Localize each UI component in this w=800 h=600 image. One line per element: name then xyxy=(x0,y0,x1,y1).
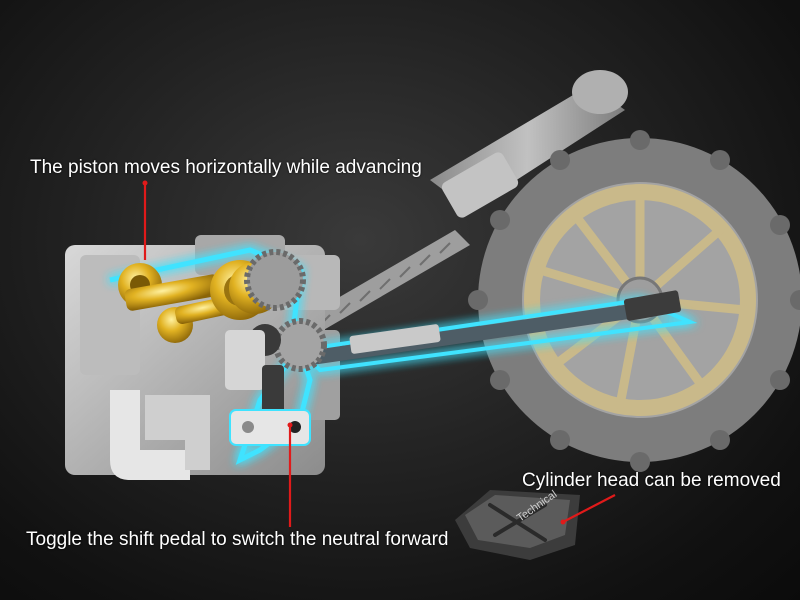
drive-shaft xyxy=(300,290,681,366)
shift-pedal-callout: Toggle the shift pedal to switch the neu… xyxy=(26,529,449,550)
cylinder-head-pointer xyxy=(562,494,616,523)
piston-callout: The piston moves horizontally while adva… xyxy=(30,157,422,178)
shock-absorber xyxy=(300,70,628,335)
cylinder-head-callout: Cylinder head can be removed xyxy=(522,470,781,491)
callout-pointers xyxy=(142,180,616,527)
gear-train xyxy=(244,249,327,372)
cylinder-head-part xyxy=(455,490,580,560)
